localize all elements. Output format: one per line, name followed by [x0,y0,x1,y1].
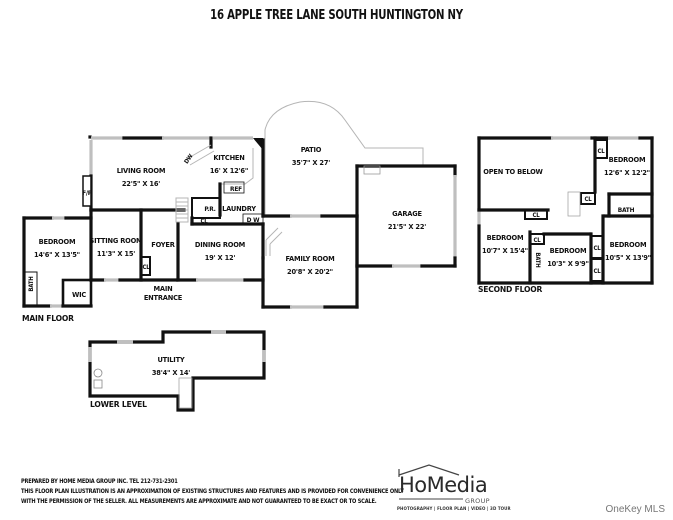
garage-name: GARAGE [392,209,422,218]
fireplace-label: F/P [82,189,93,197]
foyer-name: FOYER [151,240,174,249]
main-entrance-label-2: ENTRANCE [144,293,183,302]
lower-level-label: LOWER LEVEL [90,400,147,409]
bedroom-2c-dims: 10'3" X 9'9" [547,259,589,268]
dishwasher-label: DW [183,153,195,165]
patio-dims: 35'7" X 27' [292,158,330,167]
closet-label-foyer: CL [142,264,150,271]
main-floor-label: MAIN FLOOR [22,314,74,323]
patio-name: PATIO [301,145,322,154]
dining-room-name: DINING ROOM [195,240,245,249]
kitchen-dims: 16' X 12'6" [210,166,248,175]
closet-label: CL [200,218,208,225]
bedroom-2b-name: BEDROOM [487,233,524,242]
bedroom-2a-dims: 12'6" X 12'2" [604,168,650,177]
wic-label: WIC [72,290,86,299]
family-room-dims: 20'8" X 20'2" [287,267,333,276]
prepared-by: PREPARED BY HOME MEDIA GROUP INC. TEL 21… [21,478,178,485]
garage-dims: 21'5" X 22' [388,222,426,231]
bedroom-2d-name: BEDROOM [610,240,647,249]
lower-level-plan: UTILITY 38'4" X 14' LOWER LEVEL [88,330,266,412]
dining-room-dims: 19' X 12' [205,253,236,262]
bath-label-second: BATH [618,206,635,214]
main-floor-plan: F/P DW REF P.R. LAUNDRY D W CL [22,100,457,323]
house-roof-icon [398,464,463,500]
utility-name: UTILITY [157,355,184,364]
living-room-dims: 22'5" X 16' [122,179,160,188]
second-floor-label: SECOND FLOOR [478,285,542,294]
utility-dims: 38'4" X 14' [152,368,190,377]
closet-label-2e: CL [593,245,601,252]
bath-label-second-2: BATH [534,252,541,268]
bedroom-main-name: BEDROOM [39,237,76,246]
bedroom-2a-name: BEDROOM [609,155,646,164]
bedroom-2c-name: BEDROOM [550,246,587,255]
patio-outline [264,100,424,216]
disclaimer-line-1: THIS FLOOR PLAN ILLUSTRATION IS AN APPRO… [21,488,404,495]
main-entrance-label-1: MAIN [153,284,172,293]
page-title: 16 APPLE TREE LANE SOUTH HUNTINGTON NY [210,8,463,23]
sitting-room-name: SITTING ROOM [90,236,143,245]
laundry-label: LAUNDRY [222,204,256,213]
closet-label-2f: CL [593,268,601,275]
bath-label-main: BATH [28,276,35,292]
bedroom-main-dims: 14'6" X 13'5" [34,250,80,259]
second-floor-plan: CL CL BATH CL CL BATH CL CL OPEN TO BELO… [477,136,654,294]
logo-tagline: PHOTOGRAPHY | FLOOR PLAN | VIDEO | 3D TO… [397,506,511,511]
refrigerator-label: REF [230,185,242,193]
closet-label-2a: CL [597,148,605,155]
logo-name: HoMedia [399,473,488,497]
living-room-name: LIVING ROOM [117,166,166,175]
bedroom-2b-dims: 10'7" X 15'4" [482,246,528,255]
powder-room-label: P.R. [204,205,215,213]
closet-label-2c: CL [532,212,540,219]
kitchen-name: KITCHEN [213,153,244,162]
bedroom-2d-dims: 10'5" X 13'9" [605,253,651,262]
disclaimer-line-2: WITH THE PERMISSION OF THE SELLER. ALL M… [21,498,377,505]
sitting-room-dims: 11'3" X 15' [97,249,135,258]
homedia-logo: HoMedia GROUP PHOTOGRAPHY | FLOOR PLAN |… [395,463,511,513]
fireplace-icon [82,175,92,207]
footer-notes: PREPARED BY HOME MEDIA GROUP INC. TEL 21… [21,477,404,507]
open-to-below-label: OPEN TO BELOW [483,167,543,176]
family-room-name: FAMILY ROOM [286,254,335,263]
onekey-mls-watermark: OneKey MLS [605,504,665,515]
logo-group: GROUP [465,497,490,505]
washer-dryer-label: D W [247,216,260,224]
closet-label-2d: CL [533,237,541,244]
closet-label-2b: CL [584,196,592,203]
